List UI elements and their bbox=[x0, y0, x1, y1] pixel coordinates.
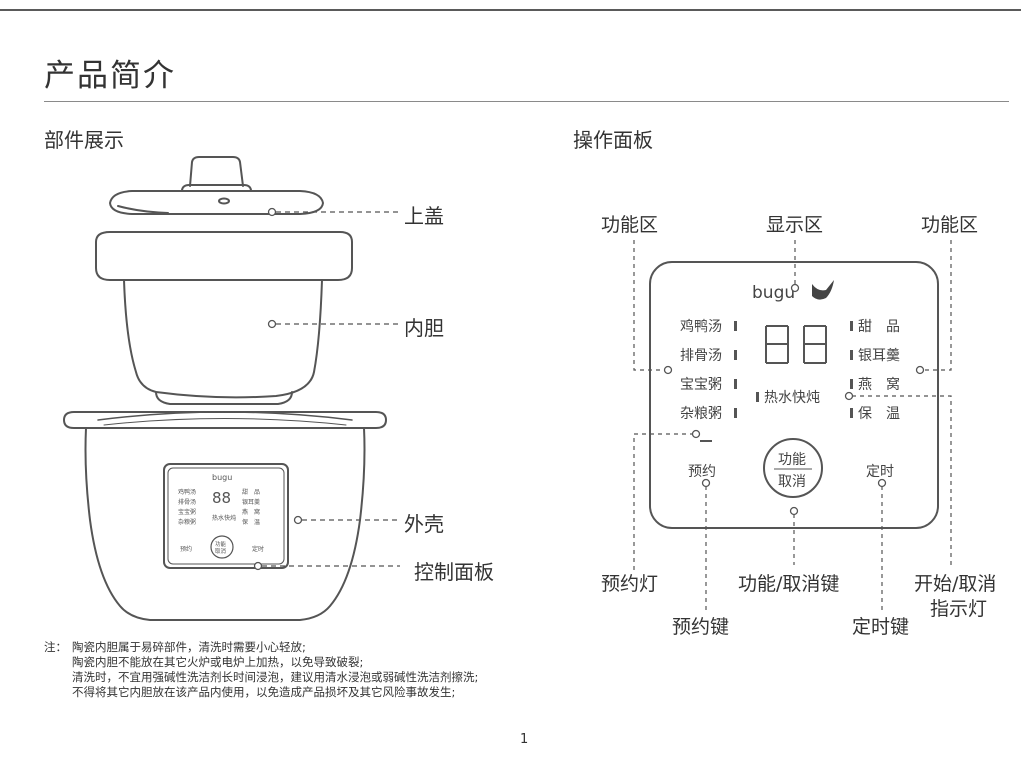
reserve-text: 预约 bbox=[688, 464, 716, 480]
start-cancel-light-label-2: 指示灯 bbox=[930, 598, 988, 620]
svg-text:热水快炖: 热水快炖 bbox=[212, 514, 236, 522]
title-underline bbox=[44, 101, 1009, 102]
mini-brand: bugu bbox=[212, 473, 232, 482]
control-panel-label: 控制面板 bbox=[414, 560, 494, 584]
func-keep-warm: 保 温 bbox=[858, 406, 900, 422]
svg-text:鸡鸭汤: 鸡鸭汤 bbox=[178, 488, 196, 496]
func-cancel-button-drawing bbox=[763, 438, 823, 498]
timer-text: 定时 bbox=[866, 464, 894, 480]
lid-drawing bbox=[109, 156, 324, 215]
brand-text: bugu bbox=[752, 283, 795, 303]
notes-block: 注： 陶瓷内胆属于易碎部件，清洗时需要小心轻放; 陶瓷内胆不能放在其它火炉或电炉上… bbox=[44, 640, 478, 700]
note-line: 陶瓷内胆不能放在其它火炉或电炉上加热，以免导致破裂; bbox=[72, 655, 364, 669]
top-rule bbox=[0, 9, 1021, 11]
lid-label: 上盖 bbox=[404, 204, 444, 228]
start-cancel-light-label-1: 开始/取消 bbox=[914, 573, 997, 595]
svg-text:取消: 取消 bbox=[215, 547, 227, 555]
svg-text:甜 品: 甜 品 bbox=[242, 488, 260, 496]
func-chicken-duck-soup: 鸡鸭汤 bbox=[680, 318, 722, 335]
func-cancel-key-label: 功能/取消键 bbox=[738, 573, 840, 595]
svg-text:排骨汤: 排骨汤 bbox=[178, 498, 196, 506]
func-area-right-label: 功能区 bbox=[921, 214, 979, 236]
func-baby-porridge: 宝宝粥 bbox=[680, 376, 722, 393]
svg-text:预约: 预约 bbox=[180, 545, 192, 553]
inner-pot-drawing bbox=[95, 231, 353, 405]
panel-section-heading: 操作面板 bbox=[573, 128, 653, 152]
svg-text:定时: 定时 bbox=[252, 545, 264, 553]
func-quick-stew: 热水快炖 bbox=[764, 390, 820, 406]
bird-logo-icon bbox=[812, 280, 834, 300]
display-area-label: 显示区 bbox=[766, 214, 824, 236]
svg-text:银耳羹: 银耳羹 bbox=[242, 498, 260, 506]
shell-label: 外壳 bbox=[404, 512, 444, 536]
timer-key-label: 定时键 bbox=[852, 616, 910, 638]
page-title: 产品简介 bbox=[44, 58, 176, 94]
reserve-light-label: 预约灯 bbox=[601, 573, 659, 595]
func-birds-nest: 燕 窝 bbox=[858, 376, 900, 393]
cooker-illustration: bugu 鸡鸭汤 排骨汤 宝宝粥 杂粮粥 甜 品 银耳羹 燕 窝 保 温 88 … bbox=[63, 156, 400, 621]
note-line: 不得将其它内胆放在该产品内使用，以免造成产品损坏及其它风险事故发生; bbox=[72, 685, 456, 699]
svg-text:功能: 功能 bbox=[778, 452, 806, 468]
reserve-key-label: 预约键 bbox=[672, 616, 730, 638]
svg-text:保 温: 保 温 bbox=[242, 518, 260, 526]
func-pork-rib-soup: 排骨汤 bbox=[680, 348, 722, 364]
svg-text:功能: 功能 bbox=[215, 540, 227, 548]
parts-section-heading: 部件展示 bbox=[44, 128, 124, 152]
svg-text:燕 窝: 燕 窝 bbox=[242, 508, 260, 516]
note-line: 清洗时，不宜用强碱性洗洁剂长时间浸泡，建议用清水浸泡或弱碱性洗洁剂擦洗; bbox=[72, 670, 479, 684]
svg-text:宝宝粥: 宝宝粥 bbox=[178, 508, 196, 516]
operation-panel-diagram: bugu 鸡鸭汤 排骨汤 宝宝粥 杂粮粥 甜 品 银耳羹 燕 窝 保 温 热水快… bbox=[633, 240, 952, 610]
func-tremella: 银耳羹 bbox=[858, 348, 900, 364]
inner-pot-label: 内胆 bbox=[404, 316, 444, 340]
svg-text:取消: 取消 bbox=[778, 474, 806, 490]
func-area-left-label: 功能区 bbox=[601, 214, 659, 236]
page-number: 1 bbox=[520, 732, 529, 747]
note-line: 陶瓷内胆属于易碎部件，清洗时需要小心轻放; bbox=[72, 640, 306, 654]
mini-display: 88 bbox=[212, 489, 231, 507]
notes-prefix: 注： bbox=[44, 640, 67, 654]
digit-display bbox=[765, 325, 827, 364]
func-dessert: 甜 品 bbox=[858, 319, 900, 335]
svg-text:杂粮粥: 杂粮粥 bbox=[178, 518, 196, 526]
func-grain-porridge: 杂粮粥 bbox=[680, 405, 722, 422]
